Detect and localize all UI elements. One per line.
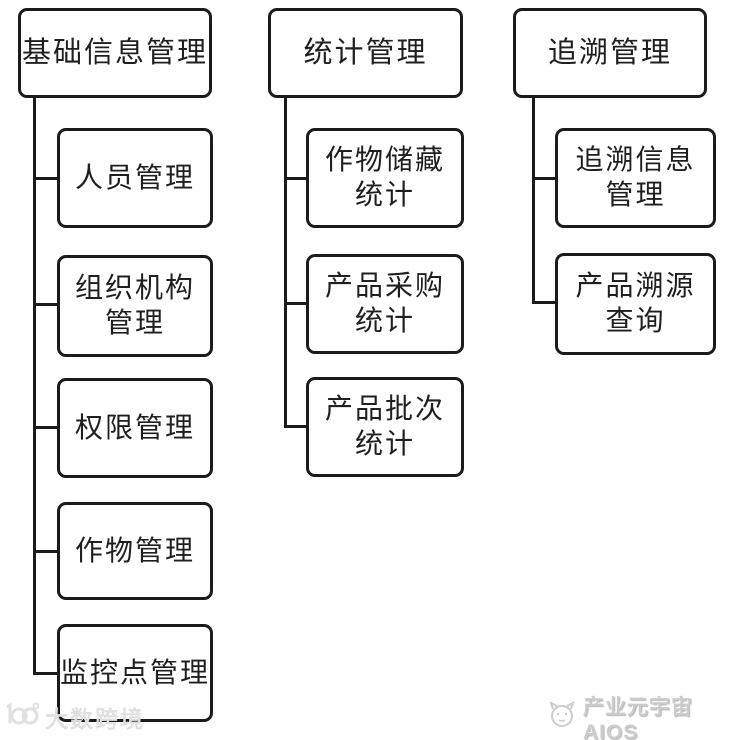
connector-stub (33, 177, 57, 180)
connector-stub (33, 303, 57, 306)
watermark-text: 产业元宇宙AIOS (583, 696, 693, 740)
watermark-text: 大数跨境 (45, 706, 145, 732)
connector-stub (33, 426, 57, 429)
node-crop-management: 作物管理 (57, 502, 213, 600)
node-monitoring-point-management: 监控点管理 (57, 624, 213, 722)
node-label: 追溯信息 管理 (575, 145, 696, 211)
node-label: 产品溯源 查询 (575, 271, 696, 337)
node-traceability-management: 追溯管理 (513, 8, 707, 98)
node-label: 作物储藏 统计 (324, 145, 445, 211)
connector-stub (532, 301, 555, 304)
node-product-purchase-statistics: 产品采购 统计 (306, 254, 464, 354)
node-product-batch-statistics: 产品批次 统计 (306, 377, 464, 477)
connector-stub (33, 550, 57, 553)
connector-stub (532, 177, 555, 180)
watermark-bottom-left: 大数跨境 (3, 700, 145, 734)
node-label: 权限管理 (74, 412, 195, 444)
node-basic-info-management: 基础信息管理 (18, 8, 212, 98)
node-crop-storage-statistics: 作物储藏 统计 (306, 128, 464, 228)
connector-stub (284, 177, 306, 180)
node-label: 产品采购 统计 (324, 271, 445, 337)
node-label: 追溯管理 (547, 36, 672, 69)
node-label: 人员管理 (74, 162, 195, 194)
node-label: 基础信息管理 (21, 36, 208, 69)
node-personnel-management: 人员管理 (57, 128, 213, 228)
connector-stub (284, 302, 306, 305)
node-label: 组织机构 管理 (74, 273, 195, 339)
node-label: 统计管理 (303, 36, 428, 69)
circles-100-logo-icon (3, 701, 40, 733)
connector-trunk-col2 (284, 98, 287, 428)
cat-outline-logo-icon (547, 701, 577, 735)
node-product-trace-query: 产品溯源 查询 (555, 253, 716, 355)
connector-trunk-col1 (33, 98, 36, 675)
node-trace-info-management: 追溯信息 管理 (555, 128, 716, 228)
connector-trunk-col3 (532, 98, 535, 304)
node-label: 监控点管理 (60, 657, 211, 689)
node-label: 作物管理 (74, 535, 195, 567)
node-organization-management: 组织机构 管理 (57, 255, 213, 357)
node-label: 产品批次 统计 (324, 394, 445, 460)
node-statistics-management: 统计管理 (268, 8, 463, 98)
connector-stub (33, 672, 57, 675)
node-permission-management: 权限管理 (57, 378, 213, 478)
watermark-bottom-right: 产业元宇宙AIOS (547, 691, 739, 740)
connector-stub (284, 425, 306, 428)
